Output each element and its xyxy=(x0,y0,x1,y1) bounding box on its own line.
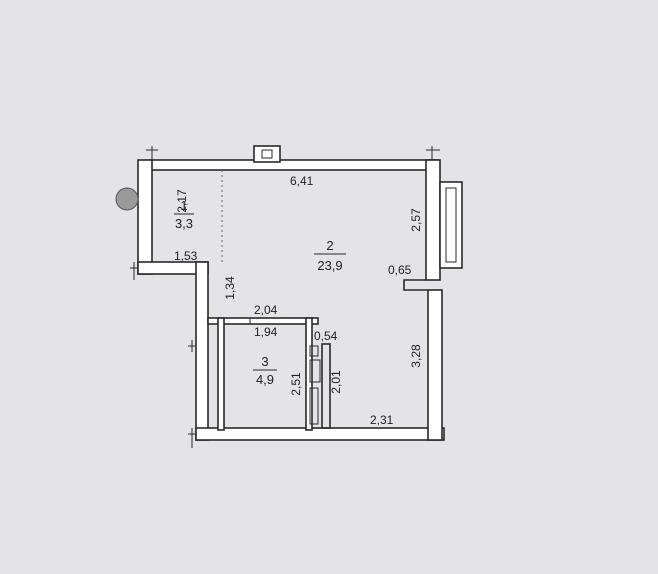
room-3-area: 4,9 xyxy=(256,372,274,387)
dim-bottom-width: 2,31 xyxy=(370,413,394,427)
dim-room1-width: 1,53 xyxy=(174,249,198,263)
vent-box xyxy=(253,145,281,163)
interior-partition xyxy=(207,317,319,431)
room-2-area: 23,9 xyxy=(317,258,342,273)
dim-room1-height: 2,17 xyxy=(175,189,189,213)
room-3-number: 3 xyxy=(261,354,268,369)
dim-partition-height: 1,34 xyxy=(223,276,237,300)
dim-wall-offset: 0,65 xyxy=(388,263,412,277)
room-1-number: 1 xyxy=(180,198,187,213)
wall-break-marks xyxy=(130,146,440,448)
room-1-label: 1 3,3 xyxy=(174,198,194,231)
dim-right-lower-height: 3,28 xyxy=(409,344,423,368)
room-3-label: 3 4,9 xyxy=(253,354,277,387)
window xyxy=(439,181,463,269)
dim-top-width: 6,41 xyxy=(290,174,314,188)
riser-circle xyxy=(115,187,139,211)
dim-room3-outer-width: 2,04 xyxy=(254,303,278,317)
duct-shaft xyxy=(309,343,331,429)
room-1-area: 3,3 xyxy=(175,216,193,231)
dim-duct-height: 2,01 xyxy=(329,370,343,394)
wall-notch xyxy=(403,279,428,291)
room-2-label: 2 23,9 xyxy=(314,238,346,273)
dim-room3-height: 2,51 xyxy=(289,372,303,396)
dim-room3-inner-width: 1,94 xyxy=(254,325,278,339)
dim-window-height: 2,57 xyxy=(409,208,423,232)
room-2-number: 2 xyxy=(326,238,333,253)
dim-duct-width: 0,54 xyxy=(314,329,338,343)
